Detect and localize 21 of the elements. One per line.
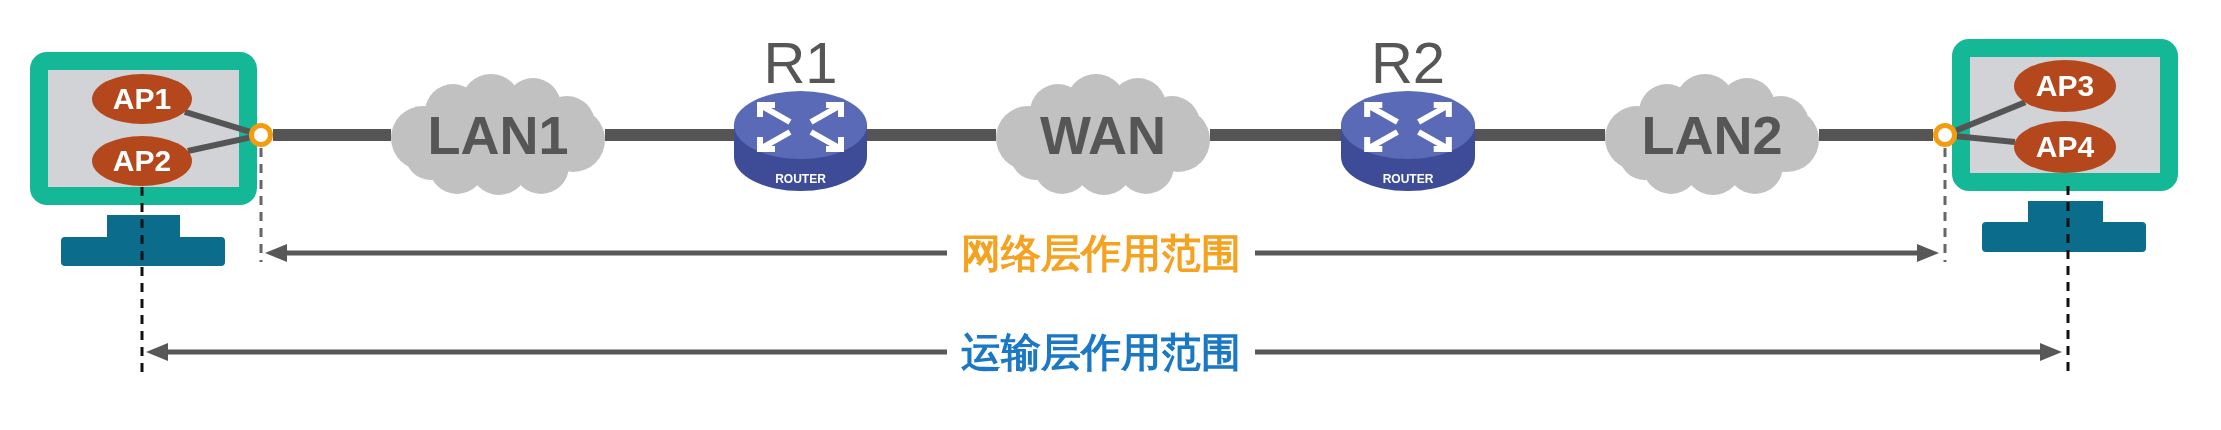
connection-line (1819, 129, 1933, 141)
connection-line (1956, 133, 2016, 145)
router-caption: ROUTER (1382, 173, 1434, 185)
network-label: WAN (1040, 107, 1166, 162)
network-label: LAN1 (427, 107, 569, 162)
connection-line (187, 134, 250, 154)
ring-icon (249, 123, 273, 147)
dimension-label: 运输层作用范围 (947, 329, 1255, 375)
ring-icon (1933, 123, 1957, 147)
connection-line (867, 129, 996, 141)
connection-line (1210, 129, 1341, 141)
connection-line (273, 129, 391, 141)
connection-line (1955, 99, 2027, 134)
router-caption: ROUTER (775, 173, 826, 185)
router-name: R2 (1370, 34, 1446, 92)
network-label: LAN2 (1641, 107, 1783, 162)
router-name: R1 (763, 34, 838, 92)
dimension-label: 网络层作用范围 (947, 230, 1255, 276)
connection-line (183, 109, 251, 135)
connection-line (605, 129, 734, 141)
connection-line (1475, 129, 1605, 141)
